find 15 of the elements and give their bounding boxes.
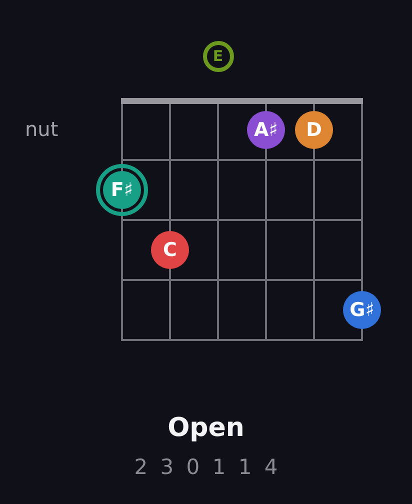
note-name: E (212, 48, 224, 64)
note-name: D (306, 120, 322, 140)
note-name: C (163, 240, 177, 260)
note-marker (247, 111, 285, 149)
note-name: G♯ (350, 300, 374, 320)
root-note-marker (96, 164, 148, 216)
chord-title: Open (168, 414, 244, 444)
open-string-marker (202, 40, 234, 72)
note-name: A♯ (254, 120, 278, 140)
finger-numbers: 2 3 0 1 1 4 (133, 455, 281, 480)
nut-label: nut (25, 118, 58, 141)
note-marker (151, 231, 189, 269)
note-name: F♯ (110, 180, 134, 200)
note-marker (295, 111, 333, 149)
note-marker (343, 291, 381, 329)
